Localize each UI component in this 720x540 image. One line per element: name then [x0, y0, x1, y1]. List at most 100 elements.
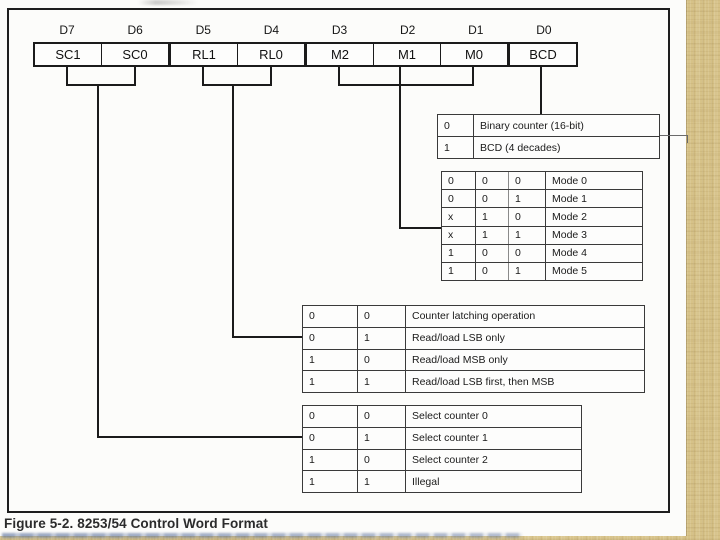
table-cell: 0	[476, 244, 509, 262]
table-cell: Mode 2	[552, 210, 588, 223]
table-cell: 1	[358, 371, 406, 392]
table-cell: 1	[303, 471, 358, 492]
table-cell: 1	[358, 427, 406, 449]
table-cell: 1	[509, 262, 546, 281]
rl-connector-stub-right	[270, 66, 272, 84]
rl-connector-stub-left	[202, 66, 204, 84]
table-cell: 0	[476, 262, 509, 281]
table-cell: Mode 4	[552, 247, 588, 260]
table-cell: 0	[358, 449, 406, 471]
table-cell: 1	[303, 371, 358, 392]
table-cell: 1	[358, 471, 406, 492]
scan-smudge	[138, 0, 198, 5]
bcd-connector-drop	[540, 66, 542, 114]
bit-label: D5	[195, 23, 211, 37]
table-cell: x	[442, 208, 476, 226]
bit-label: D6	[127, 23, 143, 37]
bcd-table-extension-tick	[687, 135, 688, 143]
register-bit-cell: M2	[307, 44, 374, 65]
table-cell: Read/load LSB only	[412, 332, 505, 345]
register-bit-cell: M0	[441, 44, 510, 65]
m-connector-stub-left	[338, 66, 340, 84]
table-cell: Read/load MSB only	[412, 353, 508, 366]
register-bit-cell: RL1	[171, 44, 238, 65]
table-cell: 1	[358, 327, 406, 349]
table-cell: 0	[303, 406, 358, 427]
bit-label: D3	[331, 23, 348, 37]
table-cell: 1	[509, 226, 546, 244]
table-row: 1 BCD (4 decades)	[438, 137, 659, 158]
register-bit-cell: BCD	[529, 47, 557, 62]
sc-connector-to-table	[97, 436, 302, 438]
table-cell: 0	[509, 172, 546, 190]
bit-label: D7	[59, 23, 75, 37]
m-connector-drop	[399, 66, 401, 229]
table-cell: 1	[476, 226, 509, 244]
table-cell: 1	[438, 137, 474, 158]
table-cell: Binary counter (16-bit)	[480, 119, 584, 132]
register-bit-cell: M1	[374, 44, 441, 65]
table-cell: Read/load LSB first, then MSB	[412, 375, 555, 388]
table-cell: 0	[509, 244, 546, 262]
table-cell: Mode 3	[552, 229, 588, 242]
table-cell: 1	[476, 208, 509, 226]
cutoff-text-smudge	[2, 533, 522, 538]
sc-connector-drop	[97, 84, 99, 438]
table-cell: Select counter 0	[412, 410, 488, 423]
bit-label: D0	[536, 23, 552, 37]
table-cell: 0	[509, 208, 546, 226]
bit-position-labels: D7 D6 D5 D4 D3 D2 D1 D0	[33, 22, 578, 38]
table-cell: 0	[358, 306, 406, 327]
register-bit-cell: RL0	[238, 44, 307, 65]
table-cell: Mode 0	[552, 174, 588, 187]
table-cell: 0	[442, 190, 476, 208]
bit-label: D2	[400, 23, 416, 37]
table-cell: 1	[303, 449, 358, 471]
table-cell: 0	[442, 172, 476, 190]
sc-connector-stub-right	[134, 66, 136, 84]
table-cell: 0	[358, 349, 406, 371]
bcd-table: 0 Binary counter (16-bit) 1 BCD (4 decades)	[437, 114, 660, 159]
rl-connector-to-table	[232, 336, 302, 338]
table-cell: 1	[442, 244, 476, 262]
m-connector-bracket	[338, 84, 474, 86]
table-cell: 1	[442, 262, 476, 281]
table-cell: Select counter 2	[412, 453, 488, 466]
table-cell: 0	[438, 115, 474, 136]
register-bit-cell: SC0	[102, 44, 171, 65]
bit-label: D1	[468, 23, 484, 37]
table-cell: 0	[303, 327, 358, 349]
rl-connector-drop	[232, 84, 234, 338]
figure-border	[7, 8, 670, 513]
register-bit-cell: SC1	[35, 44, 102, 65]
rl-connector-bracket	[202, 84, 272, 86]
bcd-table-extension-line	[660, 135, 688, 136]
table-cell: 0	[476, 172, 509, 190]
table-cell: BCD (4 decades)	[480, 141, 561, 154]
bit-label: D4	[263, 23, 280, 37]
table-cell: Mode 5	[552, 265, 588, 278]
table-cell: 0	[303, 306, 358, 327]
table-cell: Illegal	[412, 475, 440, 488]
table-cell: Counter latching operation	[412, 310, 536, 323]
m-connector-stub-right	[472, 66, 474, 84]
